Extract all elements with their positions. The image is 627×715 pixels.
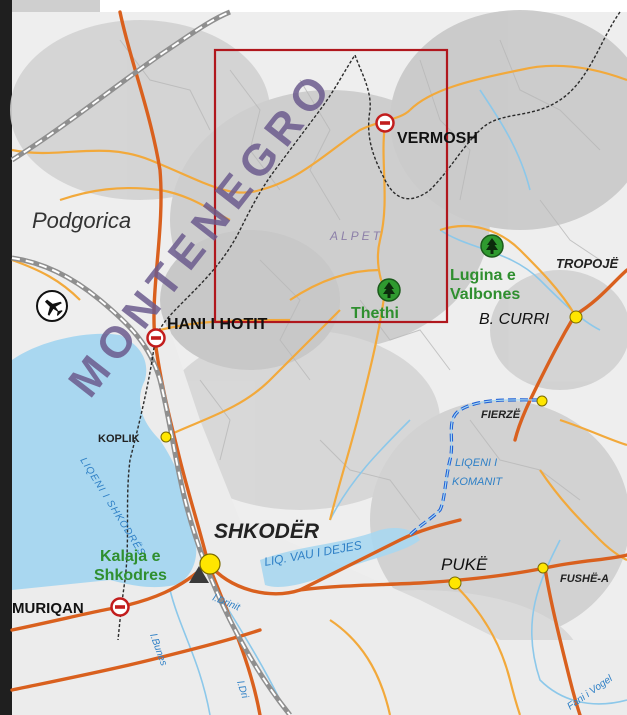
- lake-vau-dejes: [260, 528, 420, 587]
- attraction-valbona-line1[interactable]: Lugina e: [450, 267, 516, 284]
- city-podgorica[interactable]: Podgorica: [32, 208, 131, 233]
- relief-ridges: [119, 39, 601, 521]
- lake-komani-water: [409, 399, 541, 536]
- triangle-marker-icon[interactable]: [189, 566, 209, 583]
- top-strip-terrain: [0, 0, 100, 12]
- river-drini-label: l.Dri: [234, 680, 250, 701]
- lake-komani-label-line2: KOMANIT: [452, 476, 503, 488]
- border-crossing-muriqan[interactable]: MURIQAN: [12, 600, 84, 617]
- no-entry-icon[interactable]: [146, 328, 166, 348]
- tree-icon[interactable]: [377, 278, 401, 302]
- rivers: [169, 89, 627, 715]
- city-fierze[interactable]: FIERZË: [481, 408, 521, 421]
- city-marker-koplik[interactable]: [160, 431, 172, 443]
- relief-shading: [10, 10, 627, 715]
- airplane-icon[interactable]: [36, 290, 68, 322]
- city-marker-fushe-arrez[interactable]: [537, 562, 549, 574]
- attraction-kalaja-line2[interactable]: Shkodres: [94, 567, 167, 584]
- city-shkoder[interactable]: SHKODËR: [214, 520, 320, 543]
- city-b-curri[interactable]: B. CURRI: [479, 311, 550, 328]
- lake-shkodra: [12, 333, 197, 590]
- main-roads: [10, 10, 627, 715]
- lake-komani-label-line1: LIQENI I: [455, 457, 497, 469]
- top-strip: [0, 0, 627, 12]
- city-fushe-arrez[interactable]: FUSHË-A: [560, 572, 609, 585]
- railway: [10, 9, 292, 715]
- border-crossing-vermosh[interactable]: VERMOSH: [397, 130, 478, 147]
- country-border: [117, 11, 621, 641]
- tree-icon[interactable]: [480, 234, 504, 258]
- no-entry-icon[interactable]: [375, 113, 395, 133]
- city-tropoje[interactable]: TROPOJË: [556, 256, 618, 271]
- shkodra-plain: [12, 330, 627, 715]
- attraction-thethi[interactable]: Thethi: [351, 305, 399, 322]
- city-marker-b-curri[interactable]: [569, 310, 583, 324]
- city-marker-fierze[interactable]: [536, 395, 548, 407]
- secondary-roads: [11, 64, 627, 715]
- no-entry-icon[interactable]: [110, 597, 130, 617]
- city-koplik[interactable]: KOPLIK: [98, 433, 140, 445]
- region-label: ALPET: [329, 229, 383, 243]
- city-puke[interactable]: PUKË: [441, 555, 488, 574]
- border-crossing-hani-i-hotit[interactable]: HANI I HOTIT: [167, 316, 268, 333]
- city-marker-shkoder[interactable]: [199, 553, 221, 575]
- left-edge: [0, 0, 12, 715]
- highlight-area[interactable]: [213, 48, 449, 324]
- attraction-valbona-line2[interactable]: Valbones: [450, 286, 520, 303]
- city-marker-puke[interactable]: [448, 576, 462, 590]
- attraction-kalaja-line1[interactable]: Kalaja e: [100, 548, 161, 565]
